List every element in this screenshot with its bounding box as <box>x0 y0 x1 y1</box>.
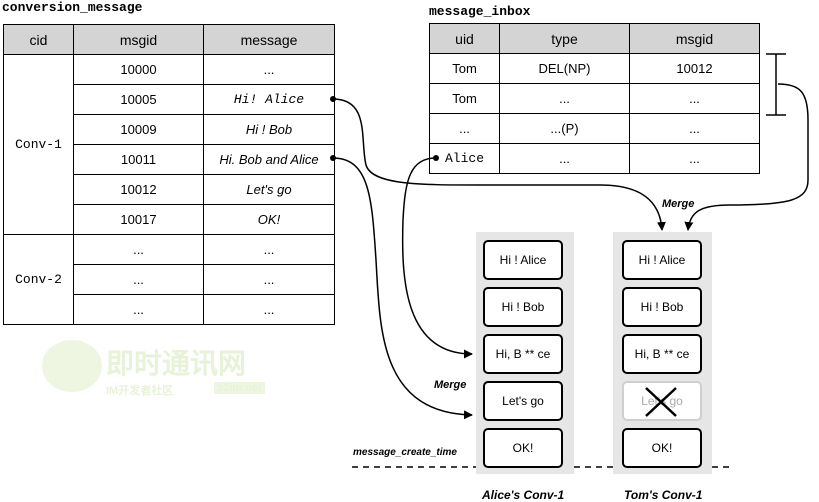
message-cell: ... <box>203 294 335 325</box>
merge-label-top: Merge <box>662 198 695 210</box>
message-cell: Hi. Bob and Alice <box>203 144 335 175</box>
message-inbox-table: uid type msgid Tom DEL(NP) 10012 Tom ...… <box>429 23 760 174</box>
table-row: 10005 Hi! Alice <box>4 84 335 115</box>
inbox-msgid-cell: ... <box>629 143 760 174</box>
msgid-cell: ... <box>73 234 204 265</box>
cid-cell: Conv-2 <box>3 234 74 325</box>
table-row: ... ... <box>4 294 335 325</box>
table-row: 10011 Hi. Bob and Alice <box>4 144 335 175</box>
connector-line <box>332 98 666 231</box>
delete-cross-icon <box>645 387 677 417</box>
inbox-msgid-cell: 10012 <box>629 53 760 84</box>
alice-card: Hi, B ** ce <box>483 334 563 374</box>
uid-cell: Tom <box>429 53 500 84</box>
tom-card: Hi ! Alice <box>622 240 702 280</box>
table-row: Tom DEL(NP) 10012 <box>429 53 760 84</box>
bracket <box>766 53 786 116</box>
message-cell: Hi ! Bob <box>203 114 335 145</box>
header-uid: uid <box>429 23 500 54</box>
alice-card: Hi ! Bob <box>483 287 563 327</box>
watermark-site: 52im.net <box>214 382 265 394</box>
table-row: 10012 Let's go <box>4 174 335 205</box>
message-cell: OK! <box>203 204 335 235</box>
tom-card: Hi ! Bob <box>622 287 702 327</box>
tom-conv-label: Tom's Conv-1 <box>624 488 703 502</box>
alice-card: Let's go <box>483 381 563 421</box>
msgid-cell: 10000 <box>73 54 204 85</box>
msgid-cell: ... <box>73 294 204 325</box>
type-cell: ... <box>499 143 630 174</box>
table-row: Conv-2 ... ... <box>3 234 335 325</box>
inbox-msgid-cell: ... <box>629 113 760 144</box>
alice-card: Hi ! Alice <box>483 240 563 280</box>
message-cell: Hi! Alice <box>203 84 335 115</box>
message-inbox-title: message_inbox <box>429 4 531 19</box>
type-cell: ...(P) <box>499 113 630 144</box>
alice-conv-label: Alice's Conv-1 <box>482 488 565 502</box>
connector-line <box>401 157 473 359</box>
type-cell: DEL(NP) <box>499 53 630 84</box>
connector-line <box>684 83 809 231</box>
table-row: 10017 OK! <box>4 204 335 235</box>
tom-card: OK! <box>622 428 702 468</box>
uid-cell: Alice <box>429 143 500 174</box>
table-row: ... ...(P) ... <box>429 113 760 144</box>
table-row: Conv-1 10000 ... <box>3 54 335 235</box>
conversion-message-table: cid msgid message Conv-1 10000 ... 10005… <box>3 24 335 325</box>
message-cell: ... <box>203 264 335 295</box>
watermark-logo-icon <box>42 340 102 392</box>
header-cid: cid <box>3 24 74 55</box>
watermark-sub: IM开发者社区 <box>106 385 174 397</box>
type-cell: ... <box>499 83 630 114</box>
connector-line <box>332 157 473 420</box>
alice-card: OK! <box>483 428 563 468</box>
header-msgid: msgid <box>73 24 204 55</box>
msgid-cell: 10017 <box>73 204 204 235</box>
conversion-message-title: conversion_message <box>2 0 143 15</box>
header-type: type <box>499 23 630 54</box>
table-row: 10009 Hi ! Bob <box>4 114 335 145</box>
create-time-label: message_create_time <box>353 447 457 458</box>
cid-cell: Conv-1 <box>3 54 74 235</box>
merge-label-left: Merge <box>434 379 467 391</box>
header-inbox-msgid: msgid <box>629 23 760 54</box>
tom-card: Hi, B ** ce <box>622 334 702 374</box>
msgid-cell: 10011 <box>73 144 204 175</box>
table-row: Alice ... ... <box>429 143 760 174</box>
message-cell: Let's go <box>203 174 335 205</box>
watermark-brand: 即时通讯网 <box>106 348 247 379</box>
header-message: message <box>203 24 335 55</box>
message-cell: ... <box>203 54 335 85</box>
